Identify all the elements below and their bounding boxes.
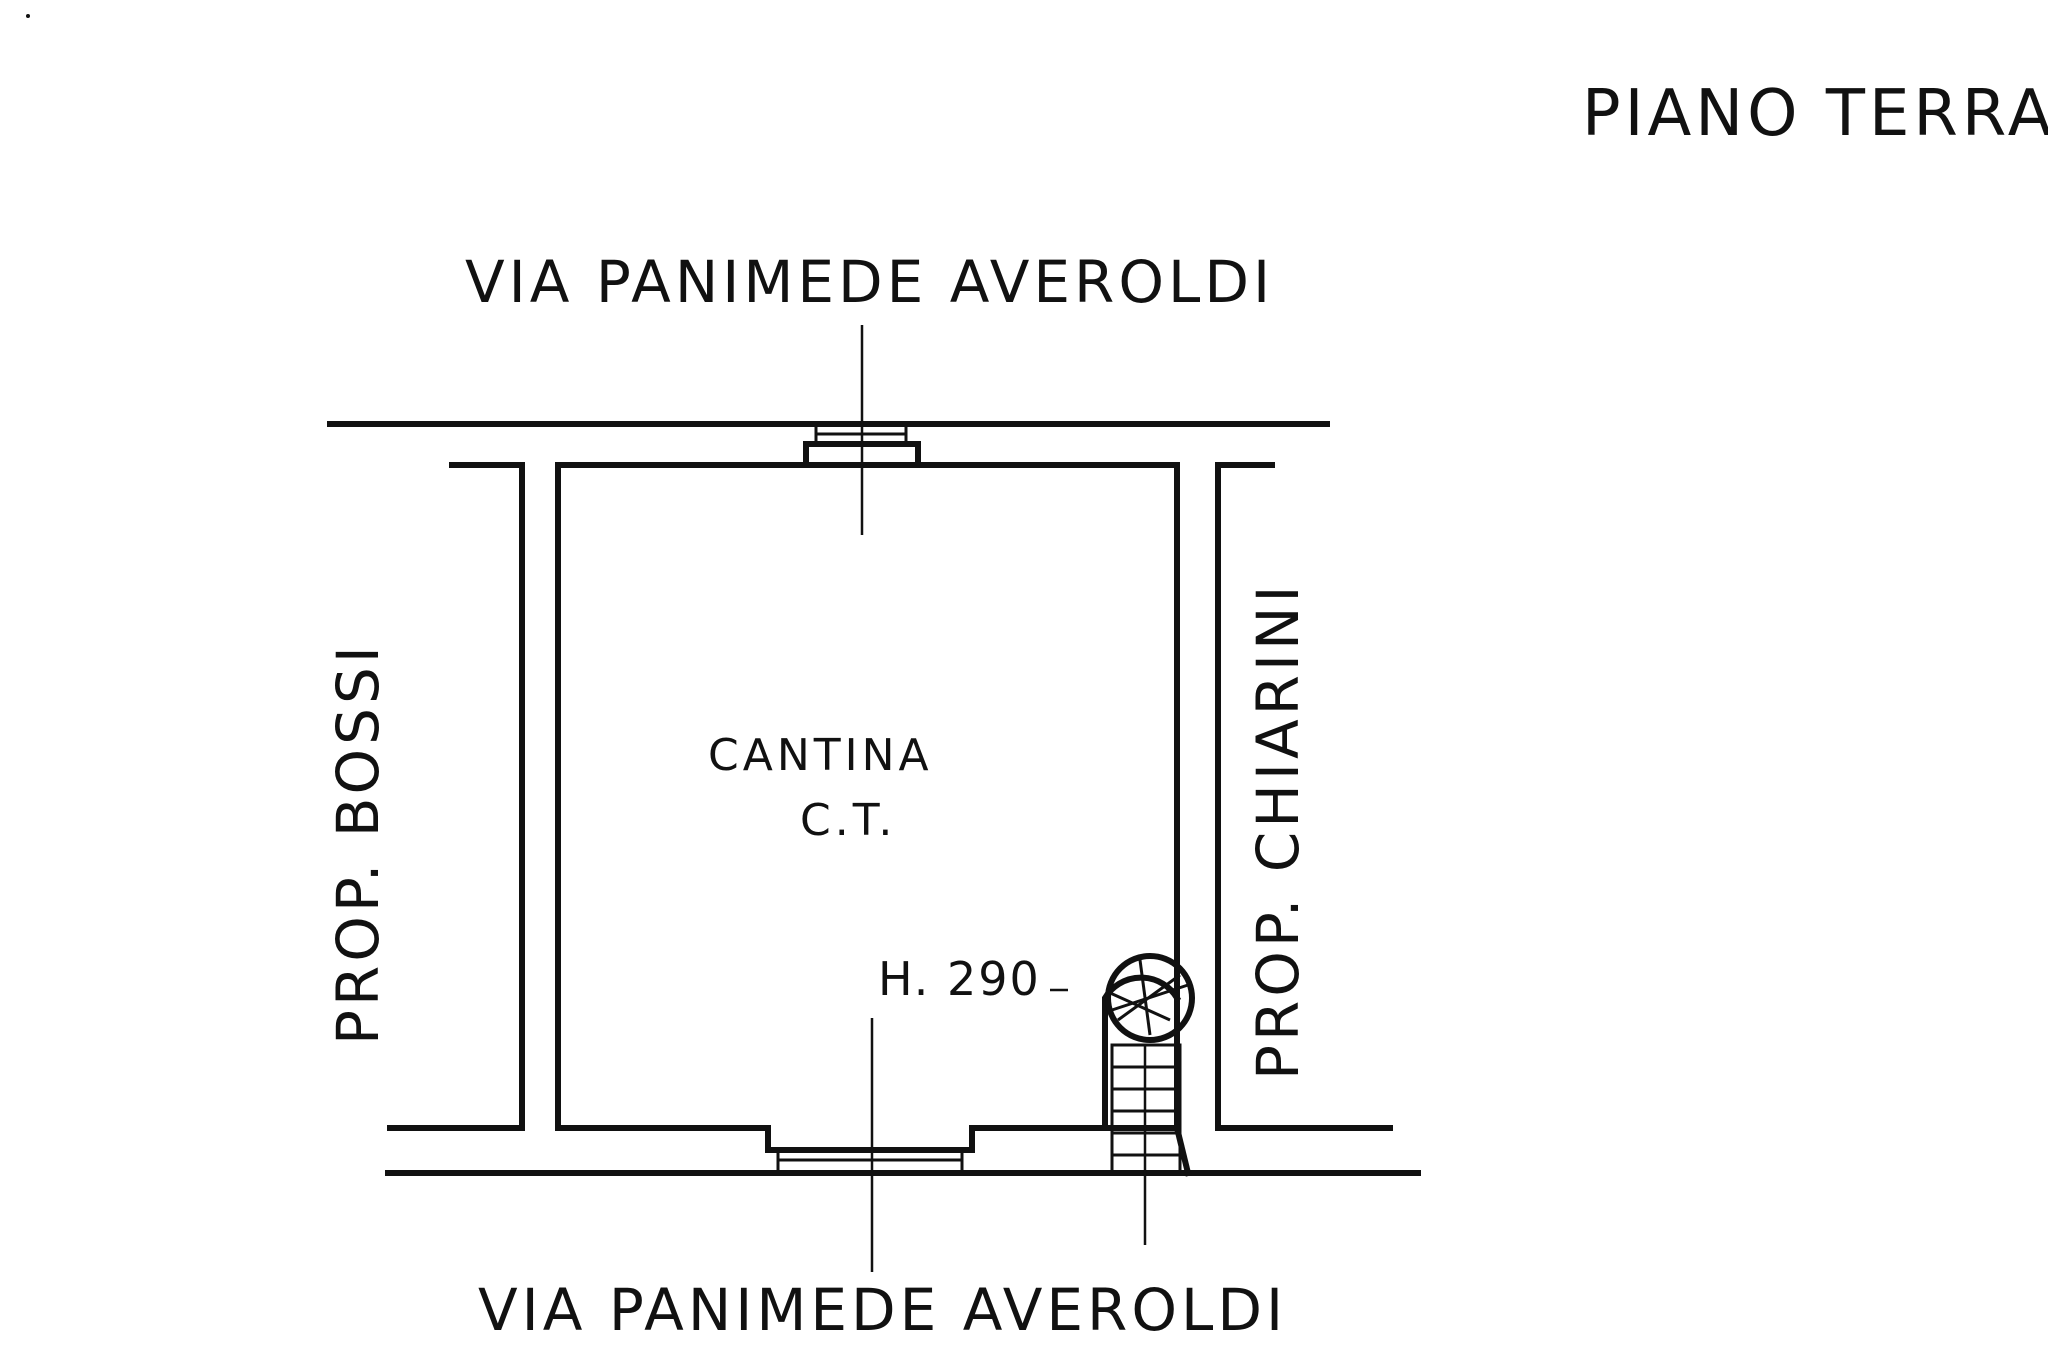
floor-title: PIANO TERRA <box>1582 77 2048 151</box>
stray-mark <box>26 14 30 18</box>
room-wall <box>555 462 1180 1131</box>
neighbor-label-left: PROP. BOSSI <box>324 642 392 1045</box>
room-code: C.T. <box>800 795 896 846</box>
neighbor-label-right: PROP. CHIARINI <box>1244 581 1312 1080</box>
room-height: H. 290 <box>878 952 1041 1006</box>
street-label-bottom: VIA PANIMEDE AVEROLDI <box>478 1276 1287 1344</box>
wall-left-neighbor <box>387 462 525 1131</box>
spiral-staircase <box>1102 953 1195 1245</box>
wall-right-neighbor <box>1215 462 1393 1131</box>
door-bottom <box>765 1018 975 1272</box>
street-label-top: VIA PANIMEDE AVEROLDI <box>465 248 1274 316</box>
room-name: CANTINA <box>708 730 933 781</box>
window-top <box>803 325 921 535</box>
